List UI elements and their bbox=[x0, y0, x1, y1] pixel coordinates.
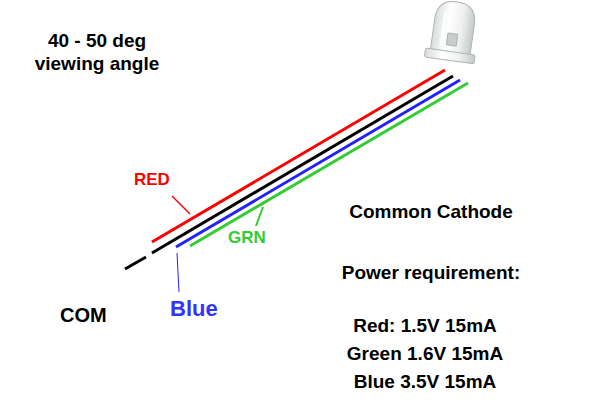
blue-leader bbox=[177, 253, 179, 292]
pin-name: COM bbox=[60, 303, 130, 327]
viewing-angle-note: 40 - 50 deg viewing angle bbox=[22, 30, 172, 76]
led-body bbox=[424, 0, 482, 64]
power-spec: Red: 1.5V 15mA bbox=[290, 315, 560, 338]
common-lead-end bbox=[125, 257, 146, 269]
power-heading: Power requirement: bbox=[296, 262, 566, 285]
green-leader bbox=[256, 207, 263, 226]
pin-name: GRN bbox=[228, 228, 298, 248]
red-leader bbox=[172, 196, 190, 214]
common-lead bbox=[152, 76, 453, 253]
power-spec: Green 1.6V 15mA bbox=[290, 343, 560, 366]
type-note: Common Cathode bbox=[296, 201, 566, 224]
power-spec: Blue 3.5V 15mA bbox=[290, 371, 560, 394]
pin-name: RED bbox=[134, 170, 194, 190]
pin-name: Blue bbox=[170, 296, 250, 322]
